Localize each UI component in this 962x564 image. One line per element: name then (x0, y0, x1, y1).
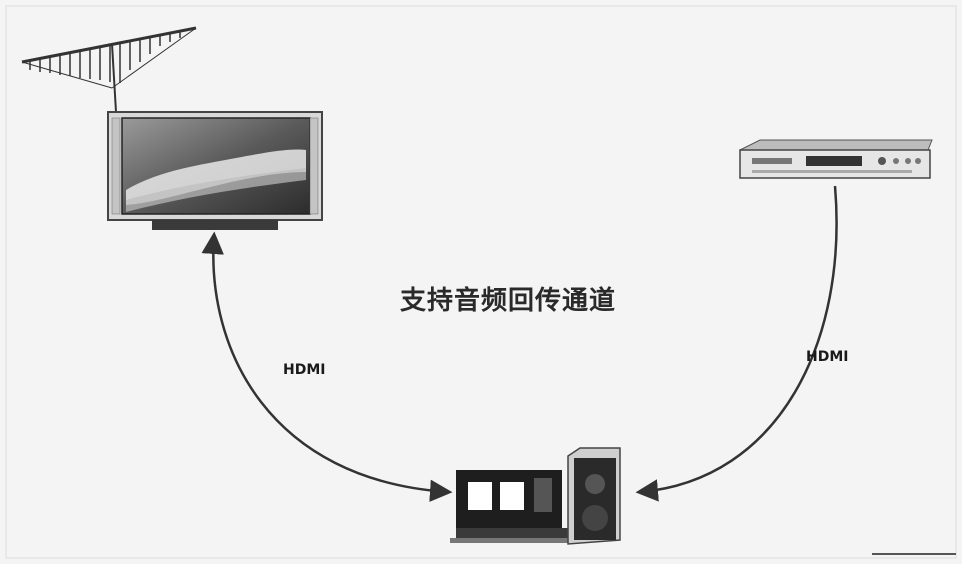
home-theater-icon (450, 447, 621, 545)
hdmi-arc-link-left (201, 231, 453, 503)
antenna-icon (21, 26, 197, 113)
television-icon (107, 111, 323, 230)
dvd-player-icon (739, 139, 933, 179)
hdmi-link-right (635, 185, 838, 502)
hdmi-label-left: HDMI (283, 362, 326, 378)
caption-audio-return-channel: 支持音频回传通道 (400, 286, 617, 316)
hdmi-label-right: HDMI (806, 349, 849, 365)
frame-border (5, 5, 957, 559)
